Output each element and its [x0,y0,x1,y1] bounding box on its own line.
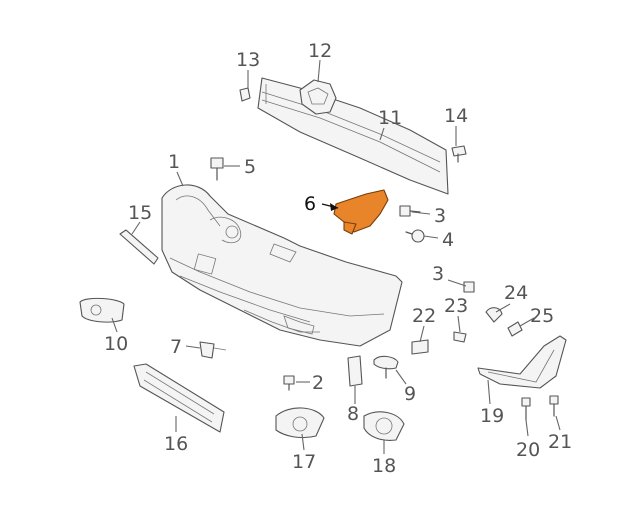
callout-15: 15 [128,202,152,224]
clip-23 [453,331,467,343]
bolt-3-lower [463,281,475,293]
fog-grille-right [363,411,405,441]
callout-4: 4 [442,229,454,251]
reinforcement-bar [257,77,449,195]
clip-22 [411,339,429,355]
bolt-4 [405,229,425,243]
callout-10: 10 [104,333,128,355]
bolt-3-upper [399,205,421,217]
bolt-5 [210,157,224,181]
callout-22: 22 [412,305,436,327]
callout-5: 5 [244,156,256,178]
arrowhead-6 [330,203,338,211]
callout-2: 2 [312,372,324,394]
screw-21 [549,395,559,417]
bumper-cover [161,184,403,347]
lower-spoiler [477,335,567,389]
fog-lamp-housing [79,297,125,323]
callout-16: 16 [164,433,188,455]
callout-18: 18 [372,455,396,477]
push-pin [451,145,467,163]
absorber-bracket [299,79,337,115]
callout-17: 17 [292,451,316,473]
callout-3-lower: 3 [432,263,444,285]
callout-7: 7 [170,336,182,358]
highlighted-bracket [333,189,389,235]
callout-25: 25 [530,305,554,327]
callout-9: 9 [404,383,416,405]
callout-labels: 1 2 3 3 4 5 6 7 8 9 10 11 12 13 14 15 16… [104,40,572,477]
bracket-clip-7 [199,341,227,359]
callout-1: 1 [168,151,180,173]
retainer-clip [239,87,251,102]
bolt-2 [283,375,295,391]
callout-21: 21 [548,431,572,453]
molding-strip [119,229,159,265]
side-support [347,355,363,387]
leader-lines [111,59,561,454]
lower-grille [133,363,225,433]
callout-13: 13 [236,49,260,71]
callout-12: 12 [308,40,332,62]
callout-3-upper: 3 [434,205,446,227]
callout-19: 19 [480,405,504,427]
fog-grille-left [275,407,325,439]
fastener-9 [373,355,399,379]
callout-20: 20 [516,439,540,461]
callout-24: 24 [504,282,528,304]
callout-8: 8 [347,403,359,425]
callout-11: 11 [378,107,402,129]
callout-6: 6 [304,193,316,215]
callout-14: 14 [444,105,468,127]
screw-25 [507,321,523,337]
screw-20 [521,397,531,421]
callout-23: 23 [444,295,468,317]
